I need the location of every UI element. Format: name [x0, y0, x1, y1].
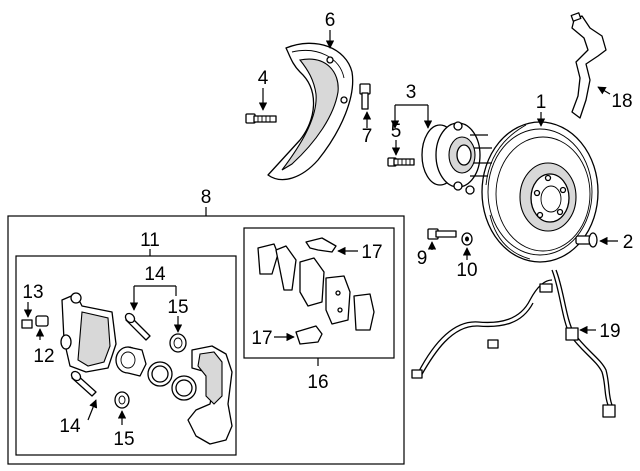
guide-pin-top [124, 312, 151, 341]
callout-5: 5 [391, 121, 402, 142]
bleeder-cap [21, 319, 33, 329]
caliper-assembly-box [15, 255, 237, 456]
disc-screw [575, 232, 598, 248]
guide-pin-bottom [70, 370, 97, 397]
piston-seal [147, 361, 173, 387]
callout-11: 11 [140, 230, 160, 251]
caliper-carrier [187, 345, 233, 445]
callout-6: 6 [325, 10, 336, 31]
callout-17-top: 17 [361, 242, 382, 263]
callout-12: 12 [33, 346, 54, 367]
callout-15-bottom: 15 [113, 429, 134, 450]
callout-9: 9 [417, 248, 428, 269]
pin-boot-bottom [114, 391, 130, 409]
callout-4: 4 [258, 68, 269, 89]
brake-pads [257, 243, 375, 331]
shield-bolt-left [245, 113, 277, 124]
washer [461, 232, 473, 246]
pad-kit-box [243, 227, 395, 359]
abs-sensor-wire [411, 269, 616, 418]
bleeder-screw [35, 315, 49, 327]
hub-bolt [387, 157, 415, 167]
callout-19: 19 [599, 321, 620, 342]
callout-1: 1 [536, 92, 547, 113]
shield-bolt-right [359, 83, 371, 110]
caliper-mount-bolt [427, 228, 457, 240]
callout-14-bottom: 14 [59, 416, 81, 437]
callout-2: 2 [623, 232, 634, 253]
callout-10: 10 [456, 260, 477, 281]
callout-13: 13 [22, 282, 43, 303]
callout-15-top: 15 [167, 297, 188, 318]
pad-clip-bottom [295, 325, 323, 345]
caliper-housing [60, 292, 117, 373]
leader-18 [597, 86, 611, 95]
sensor-wire-bracket [570, 12, 607, 119]
callout-3: 3 [406, 82, 417, 103]
hub-bearing [421, 121, 492, 195]
piston-boot [171, 375, 197, 401]
callout-18: 18 [611, 91, 632, 112]
dust-shield [267, 42, 354, 181]
pad-clip-top [305, 237, 337, 253]
callout-16: 16 [307, 372, 328, 393]
callout-17-bottom: 17 [251, 328, 272, 349]
brake-disc [481, 121, 599, 263]
callout-7: 7 [362, 126, 373, 147]
leader-14-bottom [87, 399, 98, 421]
pin-boot-top [169, 333, 187, 353]
caliper-piston [115, 346, 147, 377]
callout-8: 8 [201, 187, 212, 208]
callout-14-top: 14 [144, 264, 166, 285]
